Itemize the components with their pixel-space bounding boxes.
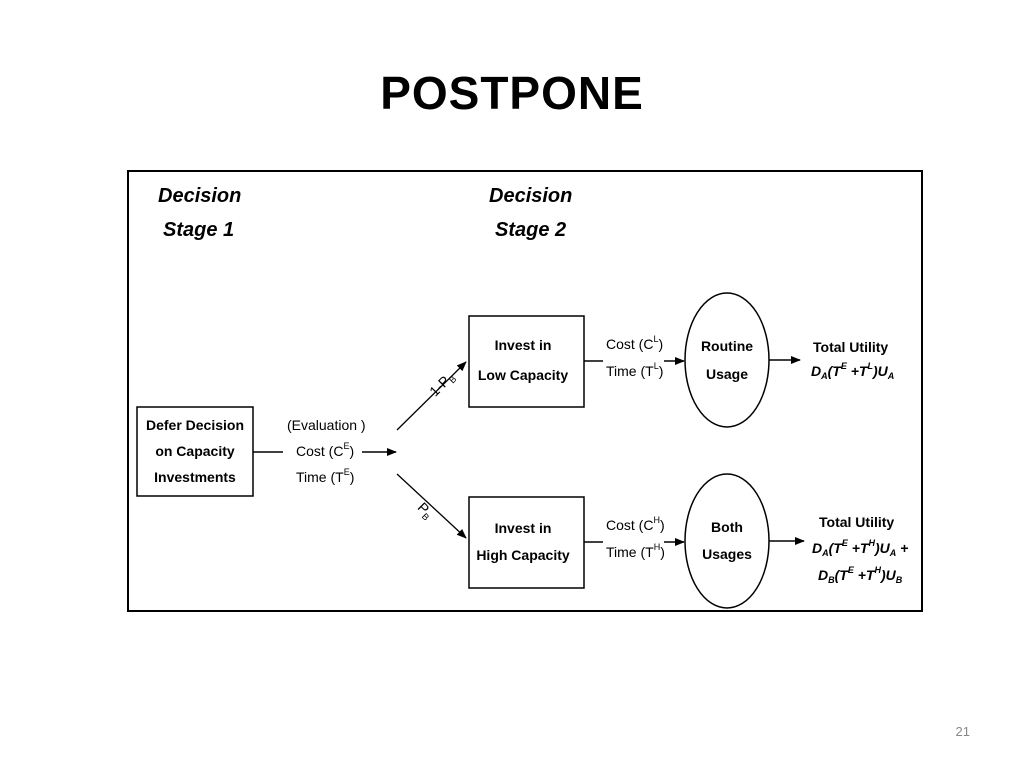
high-box-line2: High Capacity [476,547,570,563]
low-box-line2: Low Capacity [478,367,568,383]
branch-high-probability: PB [413,499,437,523]
diagram-frame [127,170,923,612]
both-usages-node [684,473,770,609]
routine-line2: Usage [706,366,748,382]
defer-box-line3: Investments [154,469,236,485]
utility-high-formula2: DB(TE +TH)UB [818,565,903,585]
branch-high-line [396,473,467,539]
low-time: Time (TL) [606,361,663,379]
stage1-label-line1: Decision [158,185,241,207]
defer-box-line2: on Capacity [155,443,235,459]
low-capacity-box [468,315,585,408]
low-cost: Cost (CL) [606,334,663,352]
high-box-line1: Invest in [495,520,552,536]
routine-line1: Routine [701,338,753,354]
both-line2: Usages [702,546,752,562]
page-number: 21 [955,724,970,739]
both-line1: Both [711,519,743,535]
utility-low-title: Total Utility [813,339,888,355]
low-box-line1: Invest in [495,337,552,353]
defer-box-line1: Defer Decision [146,417,244,433]
branch-low-line [396,361,467,431]
defer-decision-box [136,406,254,497]
utility-low-formula: DA(TE +TL)UA [811,361,894,381]
high-capacity-box [468,496,585,589]
routine-usage-node [684,292,770,428]
stage2-label-line1: Decision [489,185,572,207]
stage1-label-line2: Stage 1 [163,219,234,241]
evaluation-label: (Evaluation ) [287,417,366,433]
high-cost: Cost (CH) [606,515,665,533]
slide-title: POSTPONE [380,67,644,119]
utility-high-formula1: DA(TE +TH)UA + [812,538,908,558]
stage2-label-line2: Stage 2 [495,219,566,241]
high-time: Time (TH) [606,542,665,560]
evaluation-time: Time (TE) [296,467,354,485]
utility-high-title: Total Utility [819,514,894,530]
evaluation-cost: Cost (CE) [296,441,354,459]
